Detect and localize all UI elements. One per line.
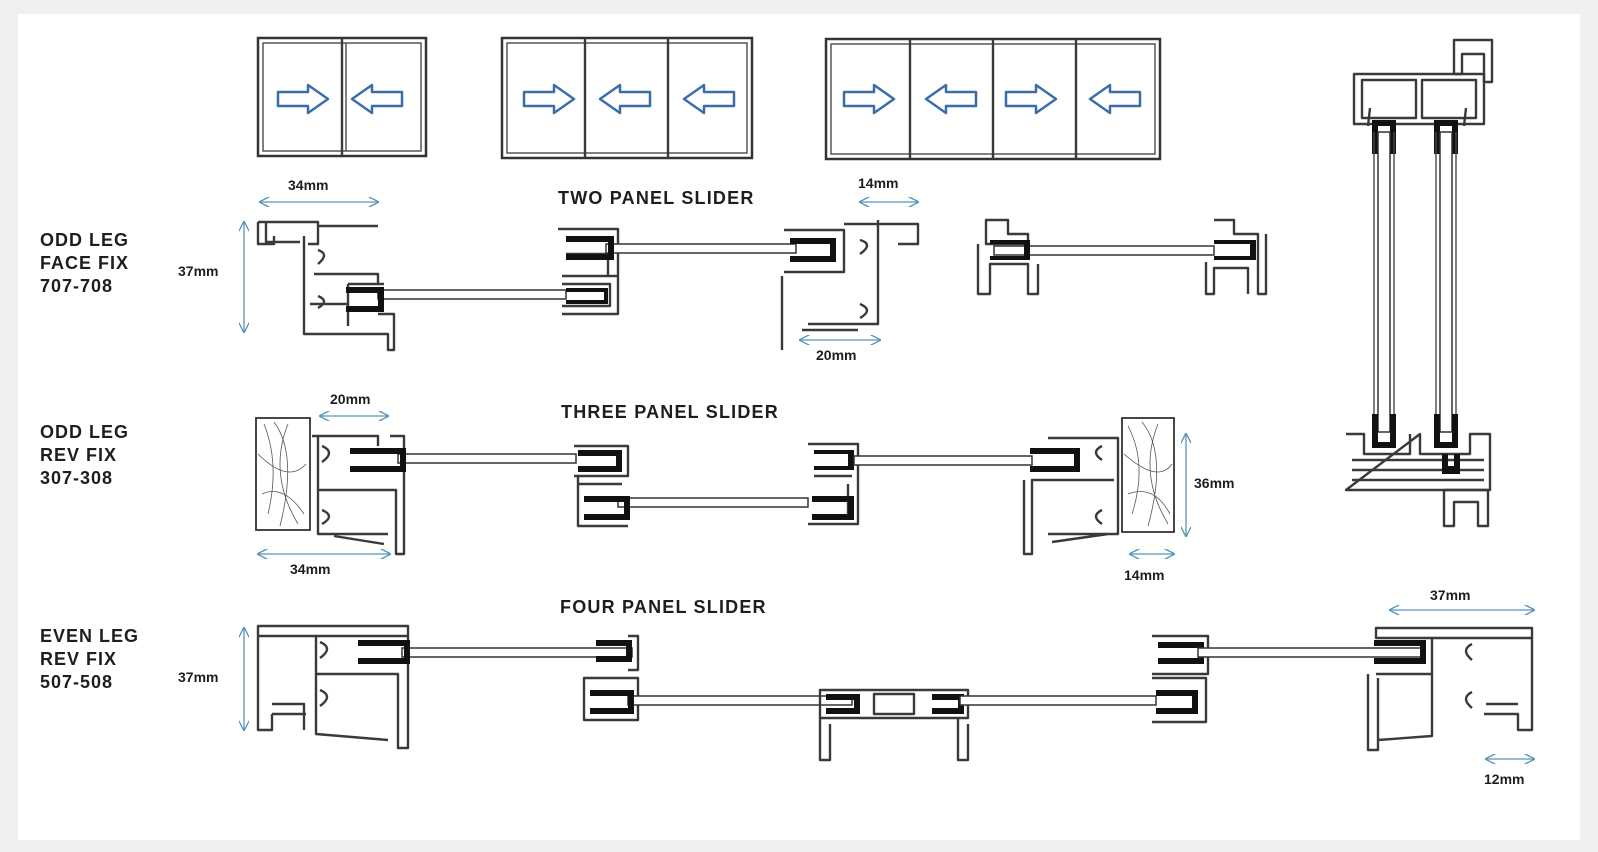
arrow-left-icon [1088,83,1142,115]
dim-row1-bottom-right: 20mm [816,347,856,363]
dim-row1-top-left: 34mm [288,177,328,193]
two-panel-title: TWO PANEL SLIDER [558,188,755,208]
arrow-left-icon [682,83,736,115]
row3-side-label: EVEN LEG REV FIX 507-508 [40,626,139,692]
arrow-left-icon [598,83,652,115]
elevation-arrows [276,83,1142,115]
drawing-sheet: ODD LEG FACE FIX 707-708 ODD LEG REV FIX… [18,14,1580,840]
dim-row1-left-height: 37mm [178,263,218,279]
svg-text:707-708: 707-708 [40,276,113,296]
svg-text:EVEN LEG: EVEN LEG [40,626,139,646]
arrow-left-icon [924,83,978,115]
slider-section-diagram: ODD LEG FACE FIX 707-708 ODD LEG REV FIX… [40,36,1580,787]
three-panel-title: THREE PANEL SLIDER [561,402,779,422]
three-panel-section [255,417,1175,556]
arrow-right-icon [522,83,576,115]
arrow-right-icon [842,83,896,115]
row2-side-label: ODD LEG REV FIX 307-308 [40,422,129,488]
arrow-right-icon [276,83,330,115]
row1-side-label: ODD LEG FACE FIX 707-708 [40,230,129,296]
dim-row1-top-right: 14mm [858,175,898,191]
svg-text:REV FIX: REV FIX [40,649,117,669]
four-panel-section [256,624,1534,762]
dim-row2-right-height: 36mm [1194,475,1234,491]
dim-row3-top-right: 37mm [1430,587,1470,603]
svg-text:ODD LEG: ODD LEG [40,230,129,250]
svg-text:FACE FIX: FACE FIX [40,253,129,273]
dim-row3-left-height: 37mm [178,669,218,685]
four-panel-title: FOUR PANEL SLIDER [560,597,767,617]
arrow-right-icon [1004,83,1058,115]
vertical-section [1344,38,1494,528]
dim-row2-bottom-left: 34mm [290,561,330,577]
two-panel-section [256,218,1268,352]
svg-text:REV FIX: REV FIX [40,445,117,465]
dim-row3-bottom-right: 12mm [1484,771,1524,787]
svg-text:307-308: 307-308 [40,468,113,488]
arrow-left-icon [350,83,404,115]
dim-row2-top-left: 20mm [330,391,370,407]
svg-text:ODD LEG: ODD LEG [40,422,129,442]
dim-row2-bottom-right: 14mm [1124,567,1164,583]
svg-text:507-508: 507-508 [40,672,113,692]
